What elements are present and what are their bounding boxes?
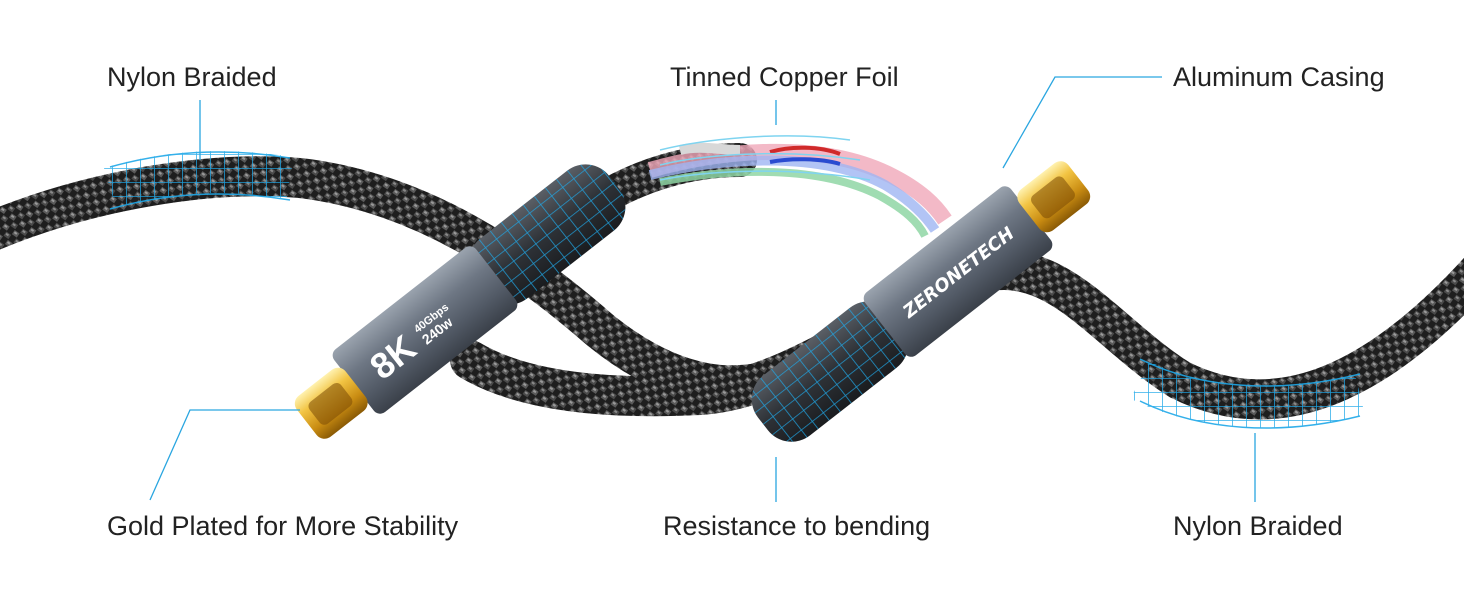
inner-wires <box>647 135 952 238</box>
label-aluminum-casing: Aluminum Casing <box>1173 62 1385 92</box>
left-connector: 8K 40Gbps 240w <box>294 164 626 439</box>
label-nylon-braided-top: Nylon Braided <box>107 62 277 92</box>
callout-aluminum <box>1002 76 1162 169</box>
callout-lines <box>149 76 1256 502</box>
label-tinned-copper-foil: Tinned Copper Foil <box>670 62 899 92</box>
callout-gold <box>149 409 300 501</box>
label-resistance-bending: Resistance to bending <box>663 511 931 541</box>
mesh-highlight-right <box>1130 358 1366 429</box>
braided-cable <box>0 143 1464 420</box>
label-gold-plated: Gold Plated for More Stability <box>107 511 459 541</box>
label-nylon-braided-bottom: Nylon Braided <box>1173 511 1343 541</box>
mesh-highlight-left <box>103 151 294 210</box>
